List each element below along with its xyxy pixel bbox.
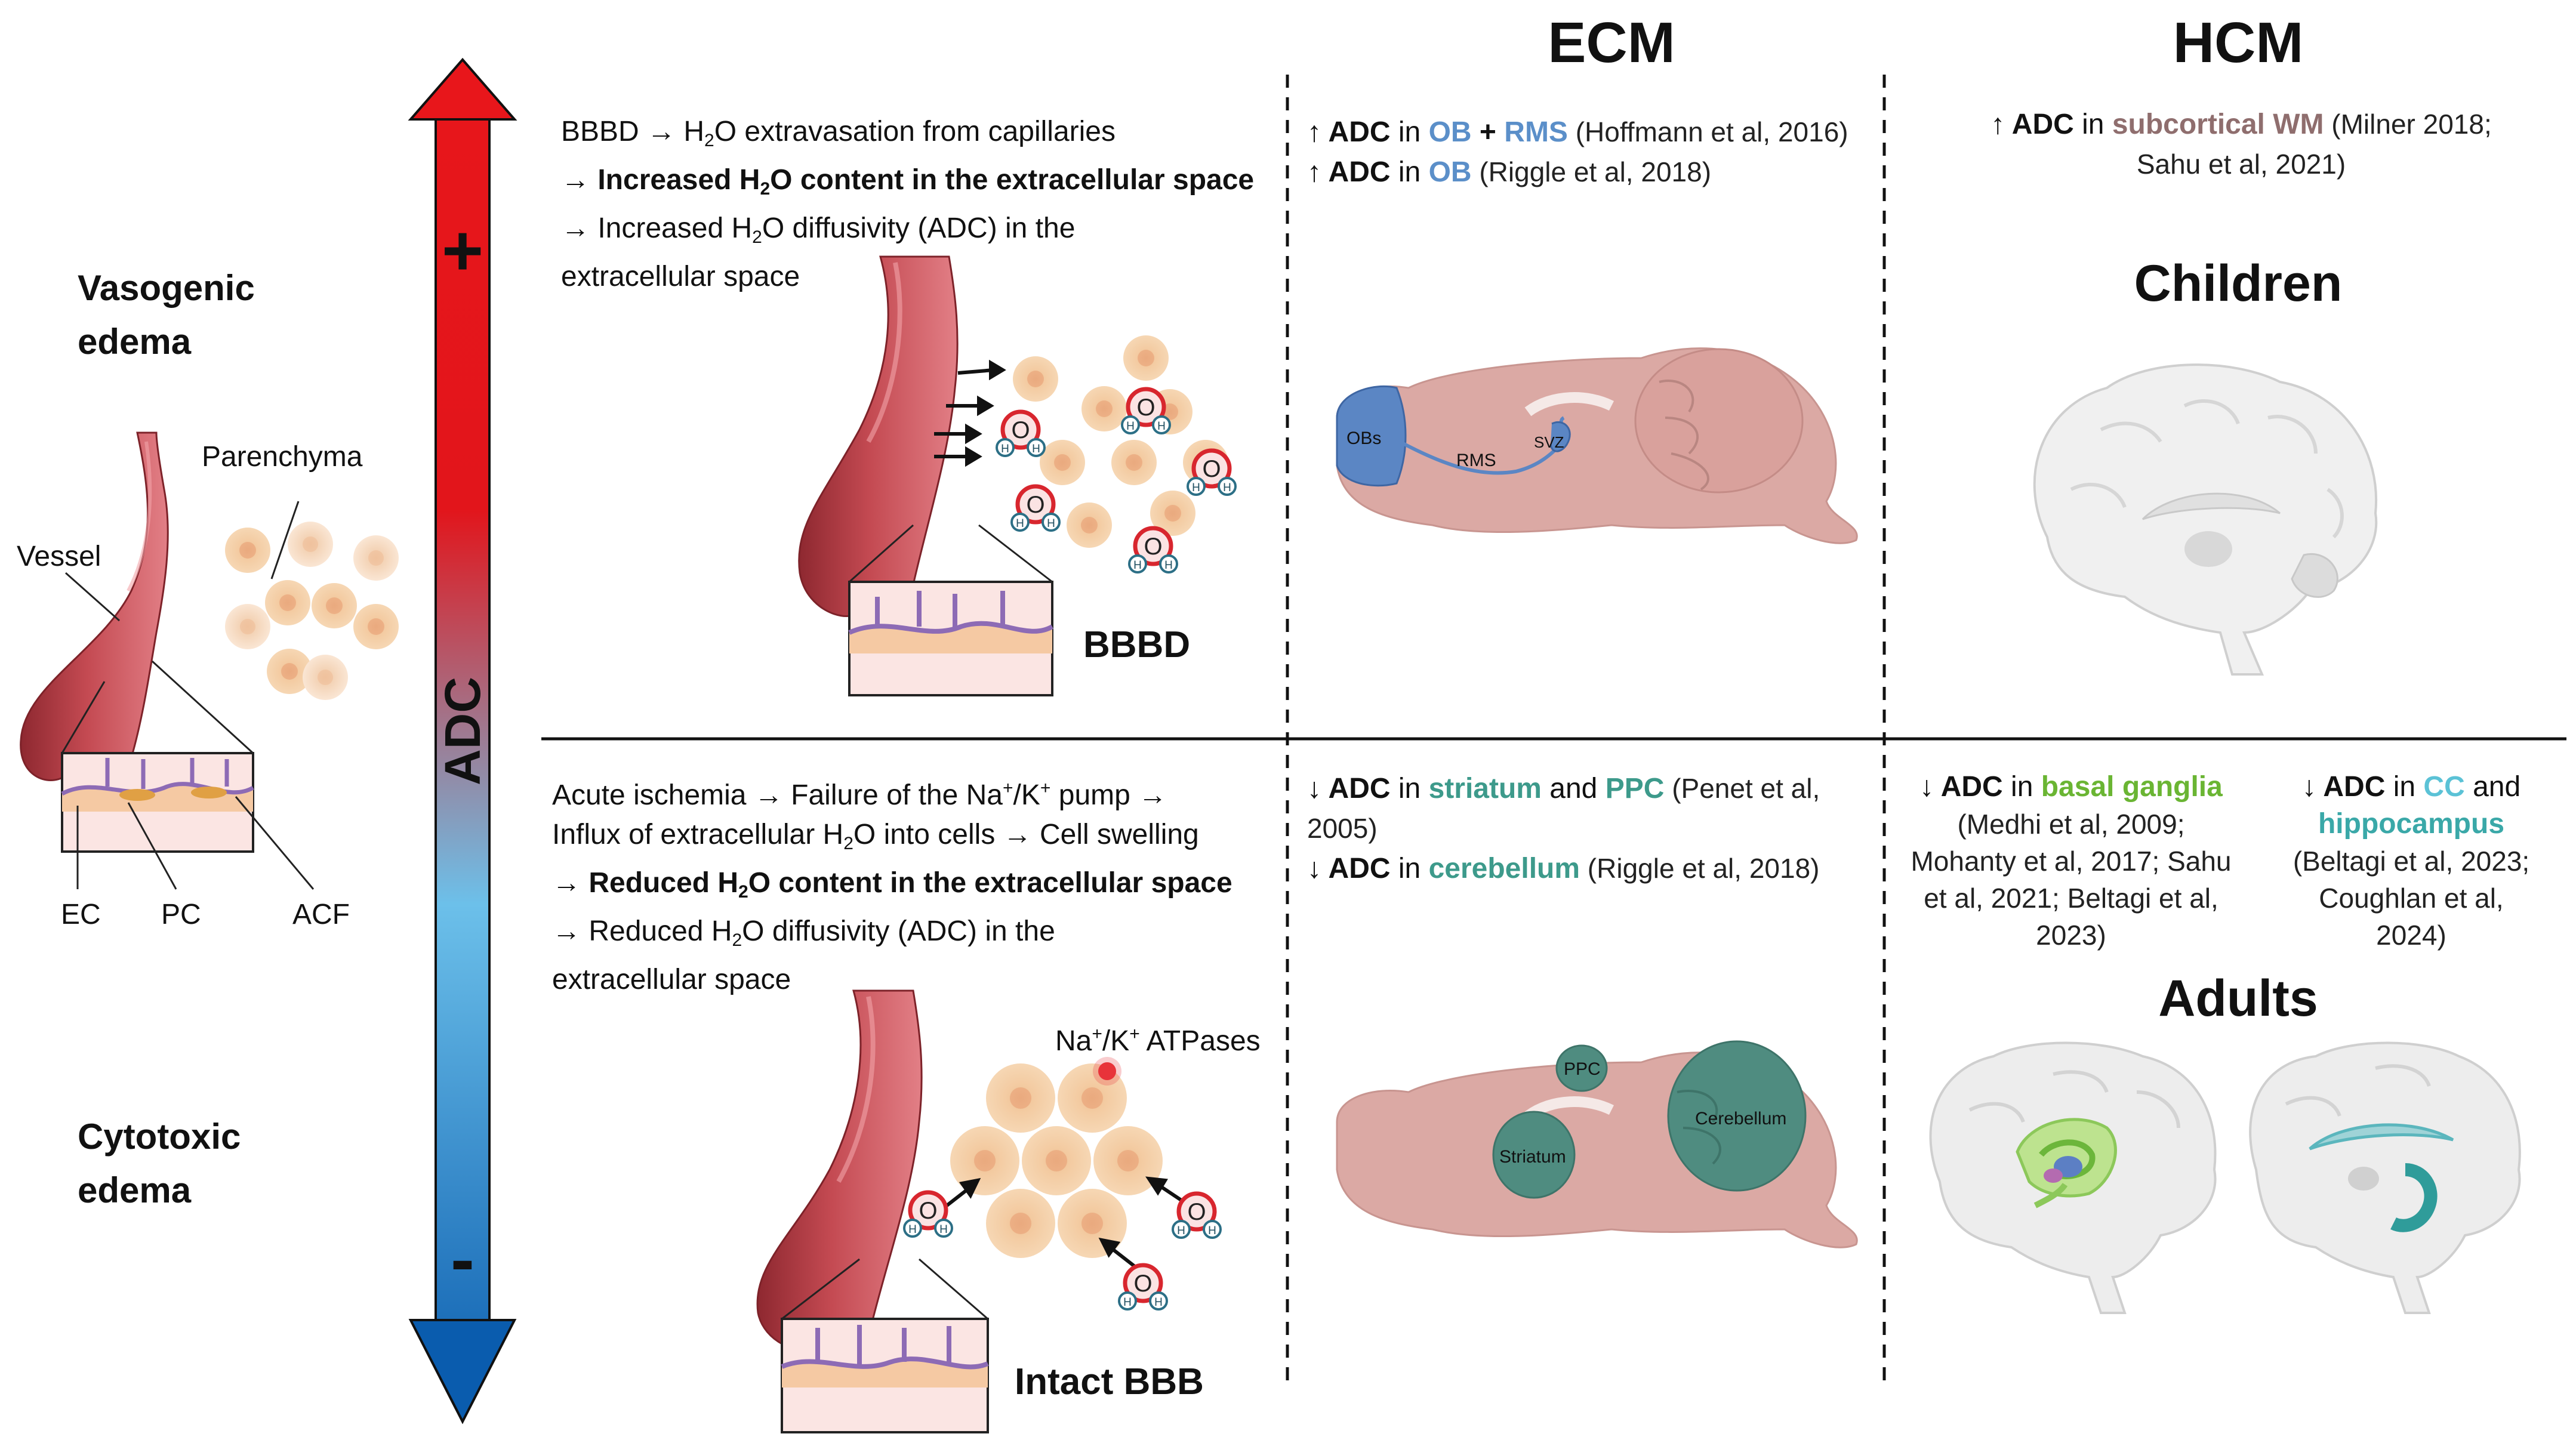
rodent-brain-top — [1336, 347, 1858, 544]
adc-scale-arrow — [408, 57, 517, 1424]
left-vessel-illustration — [20, 431, 399, 890]
children-header: Children — [2134, 255, 2343, 312]
scale-minus-label: - — [451, 1219, 474, 1299]
ecm-top-findings: ↑ ADC in OB + RMS (Hoffmann et al, 2016)… — [1307, 116, 1848, 188]
ec-label: EC — [61, 899, 101, 930]
brain-obs-label: OBs — [1346, 428, 1382, 448]
hcm-bottom-right-findings: ↓ ADC in CC and hippocampus (Beltagi et … — [2292, 771, 2530, 951]
parenchyma-label: Parenchyma — [202, 441, 363, 473]
scale-plus-label: + — [442, 211, 484, 291]
hcm-header: HCM — [2173, 11, 2304, 75]
brain-ppc-label: PPC — [1564, 1059, 1601, 1079]
cytotoxic-intact-illustration — [756, 989, 1221, 1433]
cytotoxic-label: Cytotoxic edema — [78, 1117, 241, 1210]
brain-svz-label: SVZ — [1534, 433, 1564, 451]
hcm-bottom-left-findings: ↓ ADC in basal ganglia (Medhi et al, 200… — [1911, 771, 2232, 951]
intact-bbb-label: Intact BBB — [1015, 1361, 1204, 1402]
pc-label: PC — [161, 899, 201, 930]
brain-cerebellum-label: Cerebellum — [1695, 1109, 1787, 1128]
vasogenic-mechanism-text: BBBD → H2O extravasation from capillarie… — [561, 116, 1255, 292]
human-brain-adult-right — [2249, 1041, 2521, 1314]
human-brain-children — [2033, 363, 2378, 676]
bbbd-label: BBBD — [1083, 624, 1191, 665]
hcm-top-findings: ↑ ADC in subcortical WM (Milner 2018; Sa… — [1990, 109, 2492, 180]
vasogenic-bbbd-illustration — [798, 255, 1235, 696]
vessel-label: Vessel — [17, 541, 101, 572]
acf-label: ACF — [292, 899, 350, 930]
ecm-header: ECM — [1548, 11, 1675, 75]
rodent-brain-bottom — [1336, 1040, 1858, 1248]
brain-rms-label: RMS — [1456, 451, 1496, 470]
vasogenic-label: Vasogenic edema — [78, 268, 255, 362]
cytotoxic-mechanism-text: Acute ischemia → Failure of the Na+/K+ p… — [552, 778, 1232, 995]
scale-adc-label: ADC — [435, 677, 491, 785]
human-brain-adult-left — [1929, 1041, 2217, 1314]
atpase-label: Na+/K+ ATPases — [1055, 1024, 1261, 1057]
ecm-bottom-findings: ↓ ADC in striatum and PPC (Penet et al, … — [1307, 773, 1820, 884]
brain-striatum-label: Striatum — [1499, 1147, 1566, 1167]
adults-header: Adults — [2158, 970, 2318, 1027]
